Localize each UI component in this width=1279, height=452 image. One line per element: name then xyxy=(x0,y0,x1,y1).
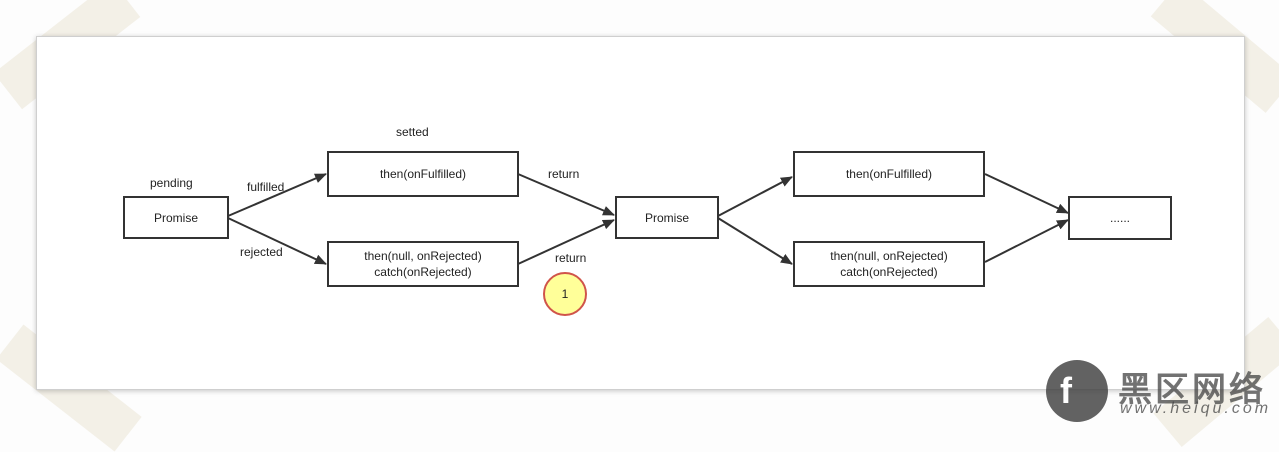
edge-return-top xyxy=(517,173,615,216)
edge-to-ellipsis-top xyxy=(984,173,1069,214)
fulfilled-label: fulfilled xyxy=(247,180,285,194)
pending-label: pending xyxy=(150,176,193,190)
promise-node-1-label: Promise xyxy=(153,210,198,225)
edge-rejected-1 xyxy=(227,217,327,265)
edge-to-ellipsis-bottom xyxy=(984,219,1069,263)
return-label-bottom: return xyxy=(555,251,587,265)
then-rejected-node-1-line1: then(null, onRejected) xyxy=(364,249,482,263)
then-fulfilled-node-1: then(onFulfilled) xyxy=(327,151,519,197)
then-rejected-node-2-line1: then(null, onRejected) xyxy=(830,249,948,263)
watermark-url: www.heiqu.com xyxy=(1120,400,1272,417)
watermark-logo-icon: f xyxy=(1046,360,1108,422)
rejected-label: rejected xyxy=(240,245,283,259)
ellipsis-node-label: ...... xyxy=(1109,211,1130,225)
edge-return-bottom xyxy=(517,219,615,265)
promise-node-1: Promise xyxy=(123,196,229,239)
setted-label: setted xyxy=(396,125,429,139)
edge-fulfilled-1 xyxy=(227,173,327,217)
return-label-top: return xyxy=(548,167,580,181)
step-badge: 1 xyxy=(543,272,587,316)
ellipsis-node: ...... xyxy=(1068,196,1172,240)
then-rejected-node-2: then(null, onRejected) catch(onRejected) xyxy=(793,241,985,287)
then-fulfilled-node-1-label: then(onFulfilled) xyxy=(379,167,467,181)
edge-fulfilled-2 xyxy=(717,176,793,217)
then-rejected-node-2-line2: catch(onRejected) xyxy=(840,265,938,279)
promise-node-2-label: Promise xyxy=(644,210,689,225)
step-badge-number: 1 xyxy=(561,287,569,301)
promise-node-2: Promise xyxy=(615,196,719,239)
then-rejected-node-1: then(null, onRejected) catch(onRejected) xyxy=(327,241,519,287)
edge-rejected-2 xyxy=(717,217,793,265)
watermark-brand: 黑区网络 xyxy=(1118,371,1266,409)
then-rejected-node-1-line2: catch(onRejected) xyxy=(374,265,472,279)
watermark-logo-glyph: f xyxy=(1060,370,1072,411)
then-fulfilled-node-2: then(onFulfilled) xyxy=(793,151,985,197)
then-fulfilled-node-2-label: then(onFulfilled) xyxy=(845,167,933,181)
diagram-edges xyxy=(227,173,1069,265)
